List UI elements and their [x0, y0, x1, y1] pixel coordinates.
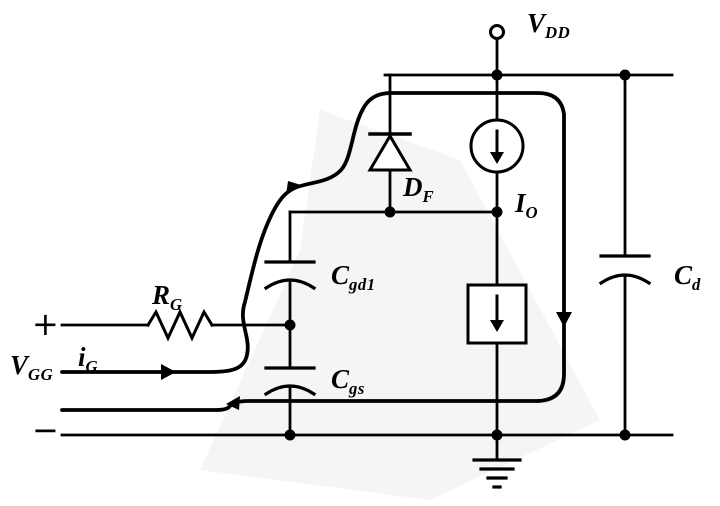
label-df: DF	[403, 174, 434, 206]
junction-dot	[491, 206, 503, 218]
label-cd-base: C	[674, 260, 693, 290]
label-io: IO	[515, 190, 538, 222]
label-rg: RG	[152, 282, 183, 314]
label-df-base: D	[403, 172, 423, 202]
vdd-terminal-icon	[489, 24, 505, 40]
junction-dot	[384, 206, 396, 218]
label-rg-base: R	[152, 280, 171, 310]
label-io-sub: O	[525, 202, 539, 222]
label-ig: iG	[78, 344, 98, 376]
current-source-arrowhead-icon	[490, 152, 504, 164]
junction-dot	[284, 429, 296, 441]
label-vdd-sub: DD	[545, 22, 571, 42]
label-cd: Cd	[674, 262, 701, 294]
label-df-sub: F	[422, 186, 435, 206]
minus-sign: −	[32, 411, 59, 449]
label-rg-sub: G	[170, 294, 183, 314]
loop-left-arrowhead-icon	[226, 396, 240, 410]
label-cgd1: Cgd1	[331, 262, 376, 294]
loop-down-arrowhead-icon	[556, 312, 572, 327]
label-vgg-base: V	[10, 350, 29, 380]
junction-dot	[619, 69, 631, 81]
junction-dots	[284, 69, 631, 441]
junction-dot	[491, 429, 503, 441]
label-vgg: VGG	[10, 352, 53, 384]
plus-sign: +	[32, 305, 59, 343]
loop-up-arrowhead-icon	[286, 181, 301, 195]
label-ig-sub: G	[85, 356, 99, 376]
label-vgg-sub: GG	[28, 364, 54, 384]
switch-arrowhead-icon	[490, 320, 504, 332]
label-ig-base: i	[78, 342, 86, 372]
label-vdd-base: V	[527, 8, 546, 38]
label-cgs-sub: gs	[349, 378, 365, 398]
label-cgs: Cgs	[331, 366, 365, 398]
resistor-rg-icon	[145, 308, 215, 342]
junction-dot	[619, 429, 631, 441]
junction-dot	[491, 69, 503, 81]
label-cgs-base: C	[331, 364, 350, 394]
label-cd-sub: d	[692, 274, 701, 294]
label-io-base: I	[515, 188, 526, 218]
label-cgd1-sub: gd1	[349, 274, 376, 294]
label-cgd1-base: C	[331, 260, 350, 290]
ig-arrowhead-icon	[161, 364, 176, 380]
junction-dot	[284, 319, 296, 331]
label-vdd: VDD	[527, 10, 570, 42]
gate-current-loop	[60, 91, 572, 412]
